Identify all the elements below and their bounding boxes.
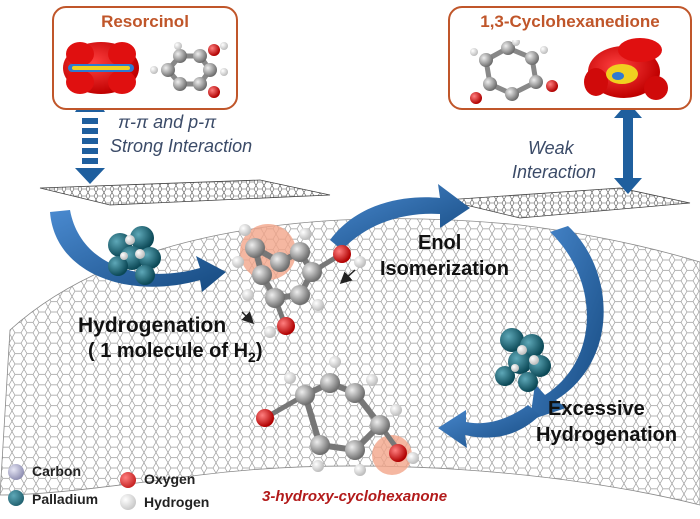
cyclohexanedione-electrostatic-map [584,38,668,100]
weak-interaction-label-line2: Interaction [512,162,597,182]
weak-interaction-arrow [614,102,642,194]
weak-interaction-label-line1: Weak [528,138,574,158]
resorcinol-title: Resorcinol [101,12,189,31]
curved-arrow-excessive [530,226,604,420]
curved-arrow-hydrogenation [50,210,226,292]
pd-cluster-right [495,328,551,392]
curved-arrow-to-product [438,405,540,448]
final-product-label: 3-hydroxy-cyclohexanone [262,488,448,505]
legend-palladium-label: Palladium [32,491,99,507]
resorcinol-ball-stick [150,42,228,98]
enol-label-line1: Enol [418,232,462,254]
intermediate-molecule [232,224,366,338]
excessive-label-line2: Hydrogenation [536,424,678,446]
excessive-label-line1: Excessive [548,398,645,420]
curved-arrow-enol [330,184,470,250]
enol-label-line2: Isomerization [380,258,509,280]
legend-oxygen-swatch [120,472,136,488]
legend-oxygen-label: Oxygen [144,471,196,487]
legend-carbon-swatch [8,464,24,480]
strong-interaction-label-line2: Strong Interaction [110,136,253,156]
legend-hydrogen-swatch [120,494,136,510]
hydrogenation-line2-suffix: ) [255,340,263,362]
hydrogenation-line2-prefix: ( 1 molecule of H [88,340,249,362]
graphene-sheet-right [444,187,691,219]
final-product-molecule [256,356,419,476]
cyclohexanedione-title: 1,3-Cyclohexanedione [480,12,660,31]
legend-palladium-swatch [8,490,24,506]
legend-carbon-label: Carbon [32,463,81,479]
hydrogenation-label-line1: Hydrogenation [78,314,227,337]
resorcinol-electrostatic-map [63,42,139,94]
resorcinol-box: Resorcinol [52,6,238,110]
strong-interaction-label-line1: π-π and p-π [118,112,217,132]
graphene-sheet-left [39,179,331,206]
hydrogenation-label-line2: ( 1 molecule of H2) [88,340,263,365]
pd-cluster-left [108,226,161,285]
hydrogenation-line2-sub: 2 [248,349,256,365]
cyclohexanedione-box: 1,3-Cyclohexanedione [448,6,692,110]
legend-hydrogen-label: Hydrogen [144,494,210,510]
cyclohexanedione-ball-stick [470,40,558,104]
